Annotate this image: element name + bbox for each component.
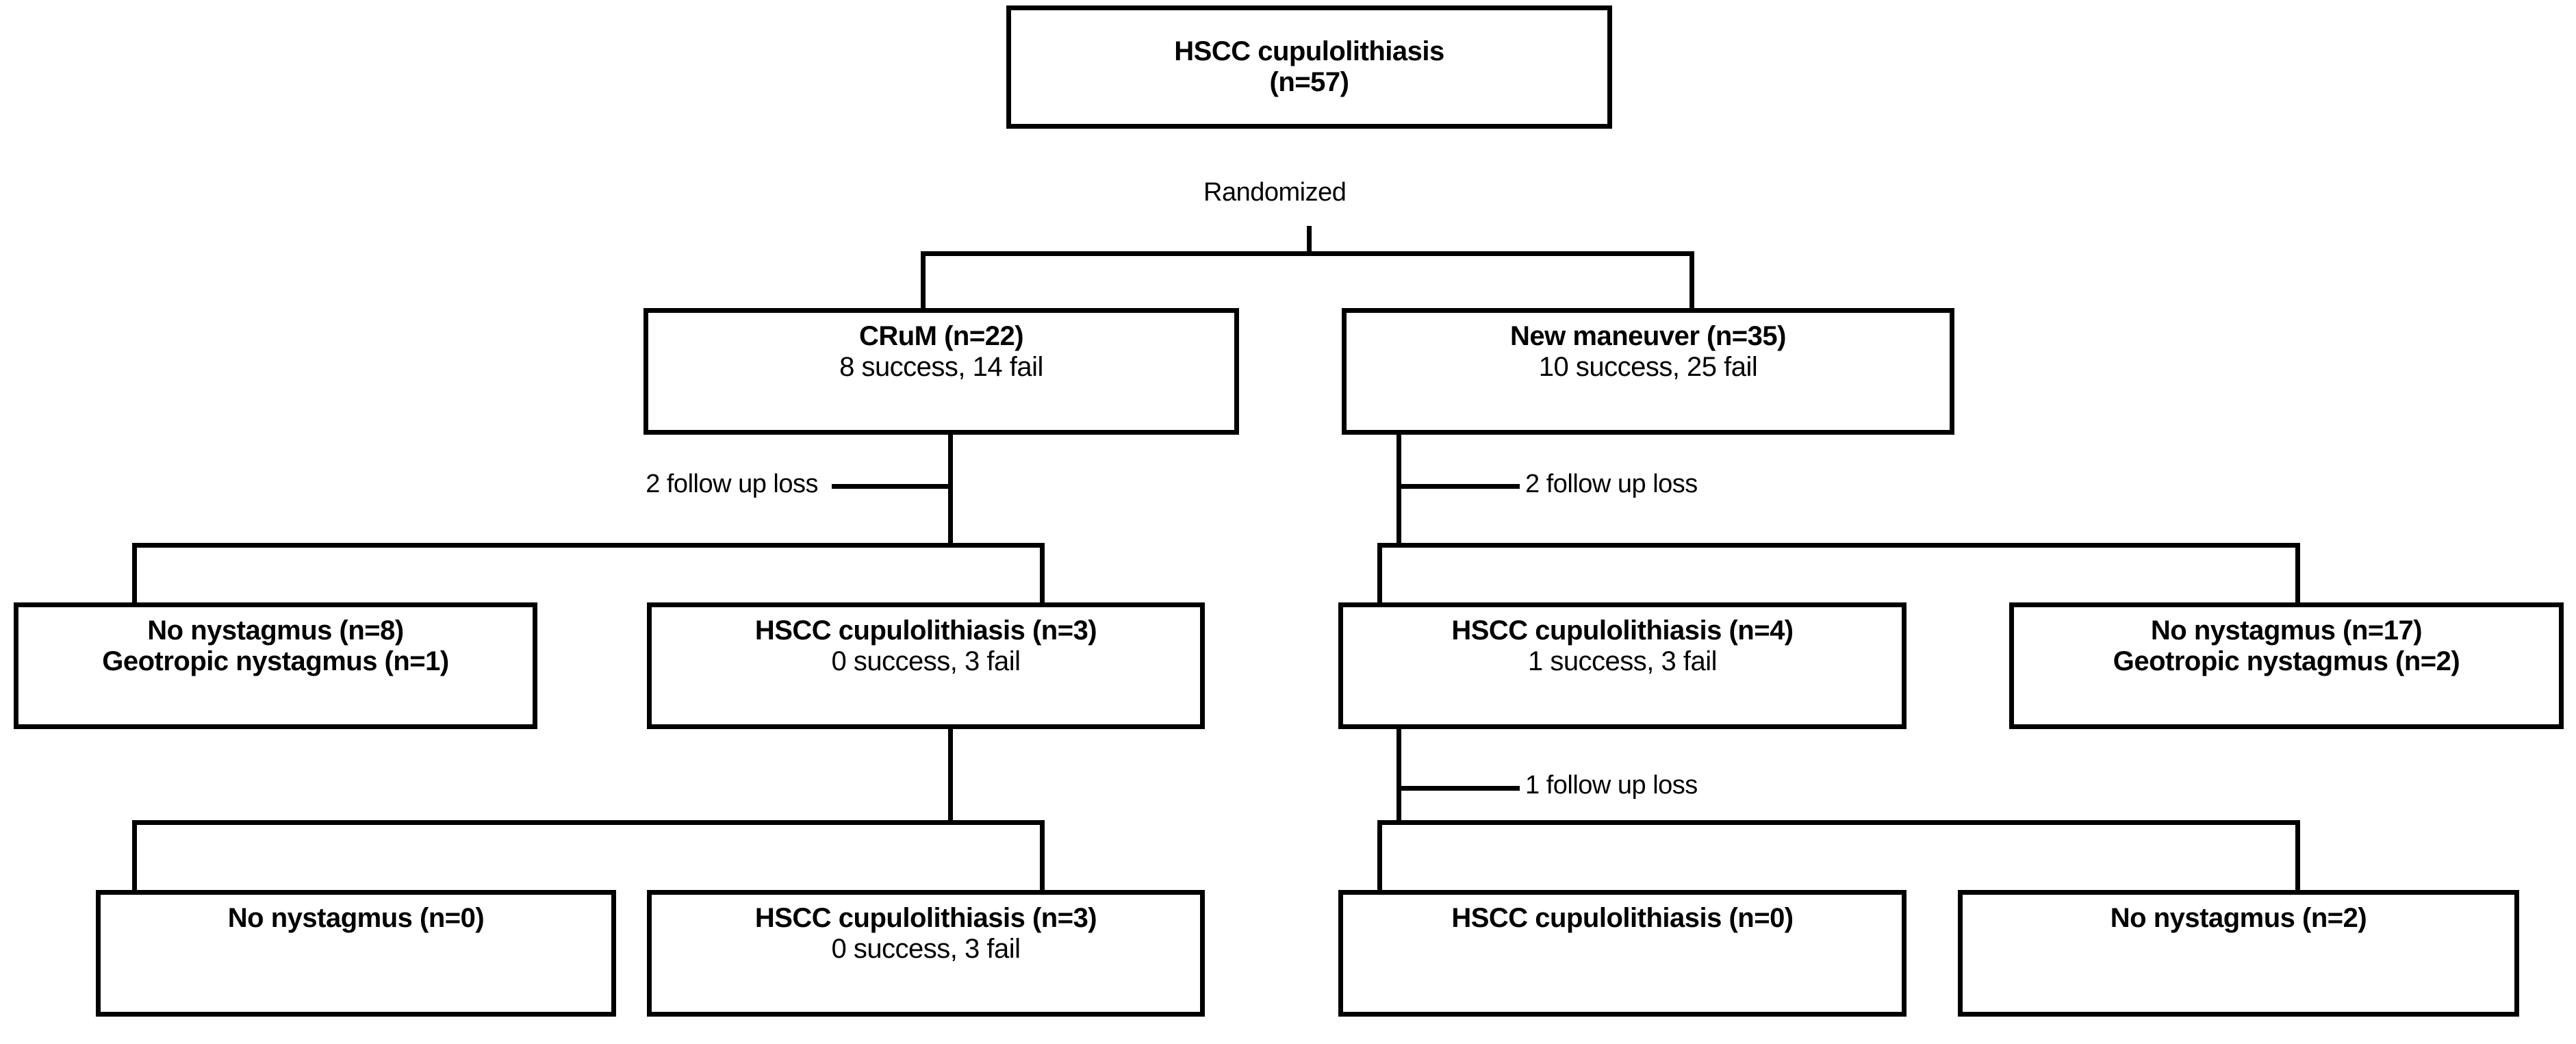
- connector-level4-left-bracket: [132, 820, 1045, 825]
- node-l3c-line2: 1 success, 3 fail: [1527, 646, 1718, 676]
- node-l4-no-nystagmus-0: No nystagmus (n=0): [96, 890, 616, 1017]
- connector-l3b-drop: [948, 729, 953, 825]
- connector-level2-left-drop: [921, 251, 926, 309]
- node-l3d-line2: Geotropic nystagmus (n=2): [2113, 646, 2460, 676]
- edge-label-loss-left-1: 2 follow up loss: [646, 470, 818, 498]
- connector-level4-c-drop: [1377, 820, 1382, 892]
- node-l3-no-nystagmus-8: No nystagmus (n=8) Geotropic nystagmus (…: [14, 602, 537, 729]
- node-l3a-line1: No nystagmus (n=8): [147, 615, 404, 646]
- node-arm-new-line2: 10 success, 25 fail: [1538, 351, 1758, 382]
- connector-level2-right-drop: [1689, 251, 1694, 309]
- connector-level3-c-drop: [1377, 543, 1382, 604]
- connector-level2-bracket: [921, 251, 1694, 256]
- connector-level3-right-bracket: [1377, 543, 2300, 548]
- node-l4d-line1: No nystagmus (n=2): [2110, 903, 2367, 933]
- node-arm-new-line1: New maneuver (n=35): [1510, 321, 1786, 351]
- connector-level4-b-drop: [1040, 820, 1045, 892]
- edge-label-loss-right-2: 1 follow up loss: [1525, 771, 1698, 800]
- node-l3b-line2: 0 success, 3 fail: [831, 646, 1021, 676]
- node-l4c-line1: HSCC cupulolithiasis (n=0): [1451, 903, 1794, 933]
- connector-l3c-loss-tick: [1400, 786, 1520, 791]
- node-l3b-line1: HSCC cupulolithiasis (n=3): [754, 615, 1097, 646]
- node-l4-hscc-3: HSCC cupulolithiasis (n=3) 0 success, 3 …: [647, 890, 1205, 1017]
- connector-crum-loss-tick: [832, 484, 952, 489]
- node-l4b-line2: 0 success, 3 fail: [831, 933, 1021, 964]
- node-l3a-line2: Geotropic nystagmus (n=1): [102, 646, 449, 676]
- node-l3d-line1: No nystagmus (n=17): [2150, 615, 2423, 646]
- connector-level3-left-bracket: [132, 543, 1045, 548]
- connector-l3c-drop: [1397, 729, 1401, 825]
- node-l3c-line1: HSCC cupulolithiasis (n=4): [1451, 615, 1794, 646]
- node-l4a-line1: No nystagmus (n=0): [227, 903, 485, 933]
- connector-new-drop: [1397, 435, 1401, 544]
- edge-label-loss-right-1: 2 follow up loss: [1525, 470, 1698, 498]
- node-l3-no-nystagmus-17: No nystagmus (n=17) Geotropic nystagmus …: [2009, 602, 2564, 729]
- connector-level3-b-drop: [1040, 543, 1045, 604]
- node-l3-hscc-3: HSCC cupulolithiasis (n=3) 0 success, 3 …: [647, 602, 1205, 729]
- node-arm-crum: CRuM (n=22) 8 success, 14 fail: [643, 308, 1239, 435]
- connector-crum-drop: [948, 435, 953, 544]
- connector-level4-d-drop: [2295, 820, 2300, 892]
- node-root-line1: HSCC cupulolithiasis: [1174, 36, 1444, 67]
- node-l4b-line1: HSCC cupulolithiasis (n=3): [754, 903, 1097, 933]
- connector-level4-a-drop: [132, 820, 137, 892]
- connector-level3-d-drop: [2295, 543, 2300, 604]
- node-arm-new-maneuver: New maneuver (n=35) 10 success, 25 fail: [1342, 308, 1954, 435]
- connector-root-drop: [1307, 226, 1312, 253]
- node-l4-no-nystagmus-2: No nystagmus (n=2): [1958, 890, 2519, 1017]
- connector-level3-a-drop: [132, 543, 137, 604]
- node-arm-crum-line1: CRuM (n=22): [858, 321, 1024, 351]
- node-l4-hscc-0: HSCC cupulolithiasis (n=0): [1338, 890, 1907, 1017]
- node-root: HSCC cupulolithiasis (n=57): [1006, 5, 1612, 129]
- node-l3-hscc-4: HSCC cupulolithiasis (n=4) 1 success, 3 …: [1338, 602, 1907, 729]
- edge-label-randomized: Randomized: [1203, 178, 1347, 207]
- connector-new-loss-tick: [1400, 484, 1520, 489]
- node-root-line2: (n=57): [1269, 67, 1349, 97]
- connector-level4-right-bracket: [1377, 820, 2300, 825]
- node-arm-crum-line2: 8 success, 14 fail: [839, 351, 1043, 382]
